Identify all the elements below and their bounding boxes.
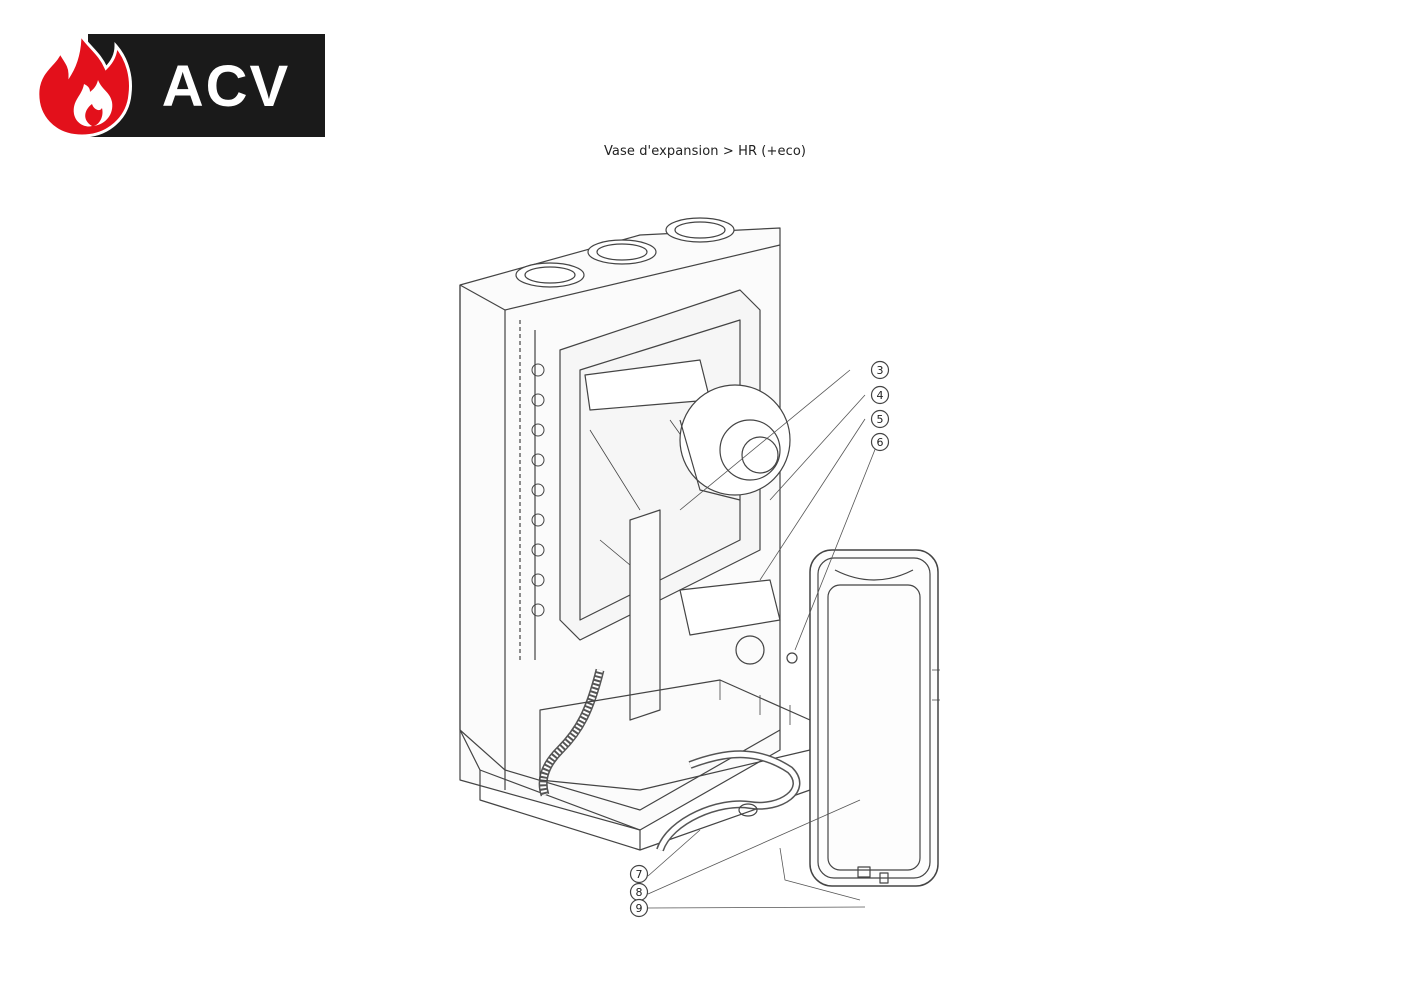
- heat-exchanger: [559, 289, 761, 641]
- callout-9-label: 9: [636, 902, 643, 915]
- hydraulic-block: [629, 509, 798, 721]
- acv-logo: ACV: [36, 30, 325, 138]
- callout-8-label: 8: [636, 886, 643, 899]
- callout-4-label: 4: [877, 389, 884, 402]
- exploded-view-drawing: 3 4 5 6 7 8 9: [459, 217, 940, 918]
- callout-5-label: 5: [877, 413, 884, 426]
- callout-6-label: 6: [877, 436, 884, 449]
- logo-text: ACV: [162, 54, 290, 119]
- page-caption: Vase d'expansion > HR (+eco): [603, 144, 807, 159]
- callout-5: 5: [870, 409, 890, 429]
- fan-assembly: [679, 384, 791, 501]
- flame-icon: [36, 30, 132, 138]
- expansion-vessel: [809, 549, 940, 887]
- callout-3-label: 3: [877, 364, 884, 377]
- callout-6: 6: [870, 432, 890, 452]
- callout-4: 4: [870, 385, 890, 405]
- callout-3: 3: [870, 360, 890, 380]
- callout-9: 9: [629, 898, 649, 918]
- callout-7: 7: [629, 864, 649, 884]
- callout-7-label: 7: [636, 868, 643, 881]
- callout-8: 8: [629, 882, 649, 902]
- leader-lines: [647, 369, 879, 909]
- connection-pipe: [656, 750, 801, 852]
